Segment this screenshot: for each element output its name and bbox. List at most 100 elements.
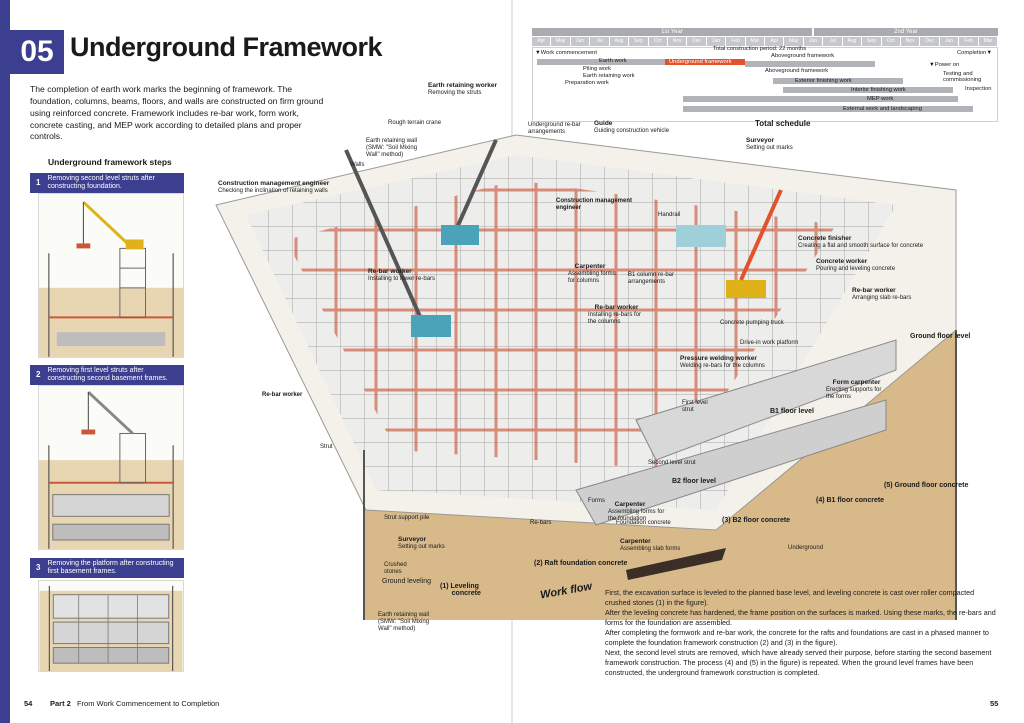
- label-handrail: Handrail: [658, 212, 681, 218]
- step-text: Removing the platform after constructing…: [47, 559, 174, 575]
- label-first-level-strut: First level strut: [682, 400, 708, 413]
- schedule-month: Apr: [765, 37, 784, 46]
- label-crushed-stones: Crushed stones: [384, 562, 407, 575]
- step-1-bar: 1 Removing second level struts after con…: [30, 173, 184, 193]
- step-number: 2: [36, 370, 41, 380]
- schedule-month: Sep: [629, 37, 648, 46]
- label-rebar-worker-left: Re-bar worker: [262, 392, 303, 398]
- label-underground: Underground: [788, 545, 824, 551]
- schedule-external: External work and landscaping: [843, 106, 922, 112]
- body-paragraph: First, the excavation surface is leveled…: [605, 588, 975, 607]
- label-concrete-pumping: Concrete pumping truck: [720, 320, 784, 326]
- schedule-total-period: Total construction period: 22 months: [713, 46, 807, 52]
- schedule-month: Oct: [648, 37, 667, 46]
- total-schedule-title: Total schedule: [755, 119, 811, 128]
- running-footer: Part 2 From Work Commencement to Complet…: [50, 699, 219, 708]
- schedule-month: Nov: [667, 37, 687, 46]
- label-b1-column: B1 column re-bar arrangements: [628, 272, 675, 285]
- schedule-aboveground: Aboveground framework: [771, 53, 835, 59]
- schedule-mep: MEP work: [867, 96, 894, 102]
- schedule-month: Feb: [959, 37, 978, 46]
- label-b1-floor-concrete: (4) B1 floor concrete: [816, 497, 885, 504]
- label-b1-floor-level: B1 floor level: [770, 408, 814, 415]
- schedule-year-1: 1st Year: [532, 28, 812, 36]
- label-strut-support: Strut support pile: [384, 515, 430, 521]
- schedule-month: Jul: [590, 37, 609, 46]
- schedule-interior: Interior finishing work: [851, 87, 906, 93]
- schedule-inspection: Inspection: [965, 86, 992, 92]
- schedule-earth-retaining: Earth retaining work: [583, 73, 635, 79]
- schedule-month: Apr: [532, 37, 551, 46]
- schedule-month: Oct: [881, 37, 901, 46]
- label-foundation-concrete: Foundation concrete: [616, 520, 671, 526]
- schedule-month: May: [551, 37, 570, 46]
- step-3-bar: 3 Removing the platform after constructi…: [30, 558, 184, 578]
- chapter-number: 05: [10, 30, 64, 74]
- part-title: From Work Commencement to Completion: [76, 699, 220, 708]
- schedule-month: Jan: [939, 37, 959, 46]
- label-earth-retaining-wall: Earth retaining wall (SMW: "Soil Mixing …: [366, 138, 418, 158]
- schedule-piling-work: Piling work: [583, 66, 612, 72]
- label-raft-foundation: (2) Raft foundation concrete: [534, 560, 628, 567]
- step-number: 3: [36, 563, 41, 573]
- step-1-illustration: [38, 193, 184, 358]
- schedule-month: Nov: [901, 37, 920, 46]
- label-second-level-strut: Second level strut: [648, 460, 696, 466]
- schedule-bar-interior: [783, 87, 953, 93]
- underground-framework-illustration: [196, 134, 957, 620]
- schedule-year-2: 2nd Year: [814, 28, 998, 36]
- label-ground-floor-concrete: (5) Ground floor concrete: [884, 482, 969, 489]
- schedule-month: Jun: [570, 37, 590, 46]
- steps-heading: Underground framework steps: [48, 157, 172, 167]
- schedule-month: Sep: [862, 37, 881, 46]
- body-paragraph: After completing the formwork and re-bar…: [605, 627, 989, 647]
- label-re-bars: Re-bars: [530, 520, 552, 526]
- step-3-illustration: [38, 580, 184, 672]
- schedule-month: Dec: [920, 37, 939, 46]
- label-drive-in: Drive-in work platform: [740, 340, 799, 346]
- schedule-bar-aboveground: [745, 61, 875, 67]
- schedule-month: Mar: [978, 37, 998, 46]
- schedule-month: Mar: [745, 37, 765, 46]
- body-text: First, the excavation surface is leveled…: [605, 588, 997, 677]
- schedule-month: Dec: [687, 37, 706, 46]
- schedule-month: Aug: [842, 37, 862, 46]
- label-earth-retaining-wall-bot: Earth retaining wall (SMW: "Soil Mixing …: [378, 612, 430, 632]
- schedule-completion: Completion▼: [957, 50, 993, 56]
- schedule-earth-work: Earth work: [599, 58, 627, 64]
- chapter-side-bar: [0, 0, 10, 723]
- schedule-bar-external: [683, 106, 973, 112]
- schedule-exterior: Exterior finishing work: [795, 78, 852, 84]
- label-b2-floor-level: B2 floor level: [672, 478, 716, 485]
- schedule-month: Feb: [726, 37, 745, 46]
- label-leveling-concrete: (1) Leveling concrete: [440, 583, 481, 597]
- body-paragraph: Next, the second level struts are remove…: [605, 647, 992, 677]
- schedule-testing: Testing and commissioning: [943, 71, 982, 83]
- label-forms: Forms: [588, 498, 605, 504]
- label-strut: Strut: [320, 444, 333, 450]
- intro-paragraph: The completion of earth work marks the b…: [30, 84, 324, 142]
- label-ground-floor-level: Ground floor level: [910, 333, 971, 340]
- schedule-bar-mep: [683, 96, 958, 102]
- schedule-commencement: ▼Work commencement: [535, 50, 598, 56]
- chapter-title: Underground Framework: [70, 32, 383, 62]
- page-number-right: 55: [990, 699, 999, 708]
- label-ground-leveling: Ground leveling: [382, 578, 432, 585]
- schedule-grid: ▼Work commencement Total construction pe…: [532, 46, 998, 122]
